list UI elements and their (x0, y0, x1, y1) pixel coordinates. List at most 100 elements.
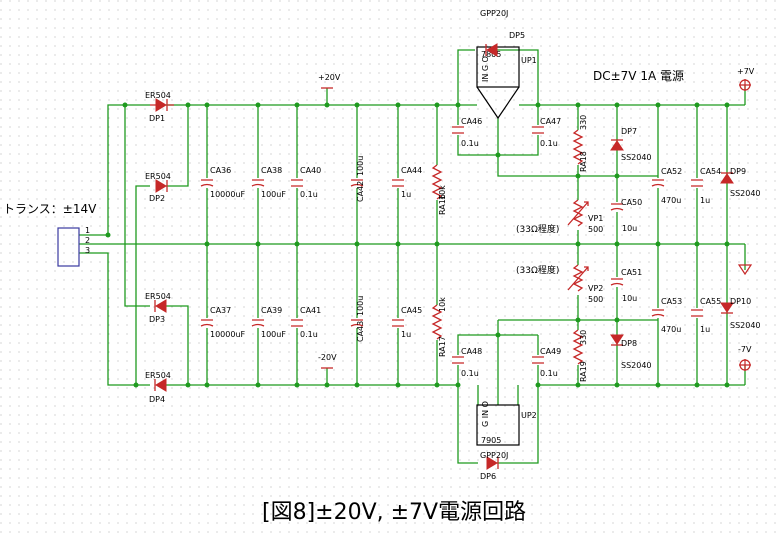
svg-text:10k: 10k (438, 185, 447, 200)
svg-text:CA52: CA52 (661, 167, 682, 176)
svg-text:CA55: CA55 (700, 297, 721, 306)
figure-caption: [図8]±20V, ±7V電源回路 (262, 500, 526, 525)
capacitor-ca43: CA43 100u (350, 296, 365, 342)
svg-text:CA53: CA53 (661, 297, 682, 306)
svg-text:DP1: DP1 (149, 114, 165, 123)
svg-text:470u: 470u (661, 196, 681, 205)
diode-dp4: ER504 DP4 (145, 371, 171, 404)
svg-text:DP6: DP6 (480, 472, 496, 481)
capacitor-ca41: CA41 0.1u (291, 306, 321, 339)
svg-text:RA16: RA16 (438, 194, 447, 215)
svg-text:DP9: DP9 (730, 167, 746, 176)
ground-symbol (737, 264, 753, 276)
capacitor-ca47: CA47 0.1u (532, 117, 561, 148)
resistor-ra18: 330 RA18 (572, 115, 588, 172)
diode-dp8: DP8 SS2040 (610, 334, 652, 370)
potentiometer-vp2: VP2 500 (33Ω程度) (516, 264, 603, 304)
svg-text:ER504: ER504 (145, 91, 171, 100)
svg-text:(33Ω程度): (33Ω程度) (516, 264, 559, 276)
svg-text:GPP20J: GPP20J (480, 451, 508, 460)
svg-text:DP10: DP10 (730, 297, 751, 306)
svg-text:10000uF: 10000uF (210, 190, 246, 199)
capacitor-ca51: CA51 10u (610, 268, 642, 303)
svg-text:0.1u: 0.1u (540, 139, 558, 148)
svg-text:1u: 1u (700, 196, 710, 205)
svg-text:CA42: CA42 (356, 181, 365, 202)
svg-text:UP2: UP2 (521, 411, 537, 420)
svg-text:UP1: UP1 (521, 56, 537, 65)
svg-text:CA40: CA40 (300, 166, 321, 175)
svg-text:1u: 1u (401, 190, 411, 199)
svg-text:SS2040: SS2040 (621, 153, 652, 162)
svg-text:CA48: CA48 (461, 347, 482, 356)
svg-text:1u: 1u (401, 330, 411, 339)
svg-text:(33Ω程度): (33Ω程度) (516, 223, 559, 235)
svg-text:0.1u: 0.1u (540, 369, 558, 378)
svg-text:100u: 100u (356, 296, 365, 316)
capacitor-ca50: CA50 10u (610, 198, 642, 233)
diode-dp6: GPP20J DP6 (480, 451, 508, 481)
svg-text:-20V: -20V (318, 353, 337, 362)
svg-text:500: 500 (588, 225, 603, 234)
pin-2-label: 2 (85, 236, 90, 245)
capacitor-ca45: CA45 1u (392, 306, 422, 339)
svg-text:CA39: CA39 (261, 306, 282, 315)
svg-text:CA54: CA54 (700, 167, 721, 176)
svg-text:0.1u: 0.1u (300, 330, 318, 339)
capacitor-ca37: CA37 10000uF (200, 306, 246, 339)
svg-text:CA41: CA41 (300, 306, 321, 315)
svg-text:CA46: CA46 (461, 117, 482, 126)
svg-text:10000uF: 10000uF (210, 330, 246, 339)
svg-text:DP8: DP8 (621, 339, 637, 348)
svg-text:470u: 470u (661, 325, 681, 334)
svg-text:100u: 100u (356, 156, 365, 176)
pin-1-label: 1 (85, 226, 90, 235)
capacitor-ca40: CA40 0.1u (291, 166, 321, 199)
svg-text:RA18: RA18 (579, 151, 588, 172)
capacitor-ca36: CA36 10000uF (200, 166, 246, 199)
svg-text:SS2040: SS2040 (621, 361, 652, 370)
svg-text:IN G O: IN G O (481, 56, 490, 82)
svg-text:VP1: VP1 (588, 214, 603, 223)
svg-text:500: 500 (588, 295, 603, 304)
capacitor-ca48: CA48 0.1u (452, 347, 482, 378)
svg-text:SS2040: SS2040 (730, 321, 761, 330)
resistor-ra17: 10k RA17 (431, 297, 447, 357)
svg-text:0.1u: 0.1u (461, 369, 479, 378)
svg-text:DP3: DP3 (149, 315, 165, 324)
resistor-ra16: 10k RA16 (431, 164, 447, 215)
transformer-label: トランス：±14V (3, 202, 97, 216)
diode-dp7: DP7 SS2040 (610, 127, 652, 162)
svg-text:SS2040: SS2040 (730, 189, 761, 198)
svg-text:100uF: 100uF (261, 330, 286, 339)
svg-text:CA45: CA45 (401, 306, 422, 315)
diode-dp1: ER504 DP1 (145, 91, 174, 123)
potentiometer-vp1: VP1 500 (33Ω程度) (516, 199, 603, 235)
svg-text:+20V: +20V (318, 73, 341, 82)
terminal-plus7: +7V (737, 67, 755, 91)
svg-text:ER504: ER504 (145, 172, 171, 181)
diode-dp5: GPP20J DP5 (480, 9, 525, 57)
svg-text:CA44: CA44 (401, 166, 422, 175)
transformer-connector: 1 2 3 トランス：±14V (3, 202, 97, 267)
svg-text:7905: 7905 (481, 436, 501, 445)
svg-text:ER504: ER504 (145, 292, 171, 301)
diode-dp10: DP10 SS2040 (720, 297, 761, 330)
svg-text:ER504: ER504 (145, 371, 171, 380)
svg-text:100uF: 100uF (261, 190, 286, 199)
resistor-ra19: 330 RA19 (572, 329, 588, 382)
terminal-minus7: -7V (738, 345, 752, 371)
svg-text:1u: 1u (700, 325, 710, 334)
diode-dp3: ER504 DP3 (145, 292, 171, 324)
svg-text:CA47: CA47 (540, 117, 561, 126)
svg-text:+7V: +7V (737, 67, 755, 76)
regulator-up1: 7805 UP1 IN G O (476, 46, 537, 120)
regulator-up2: 7905 UP2 G IN O (476, 401, 537, 446)
svg-text:10u: 10u (622, 224, 637, 233)
svg-text:DP7: DP7 (621, 127, 637, 136)
capacitor-ca55: CA55 1u (691, 297, 721, 334)
svg-text:RA19: RA19 (579, 361, 588, 382)
svg-text:0.1u: 0.1u (461, 139, 479, 148)
svg-text:CA36: CA36 (210, 166, 231, 175)
